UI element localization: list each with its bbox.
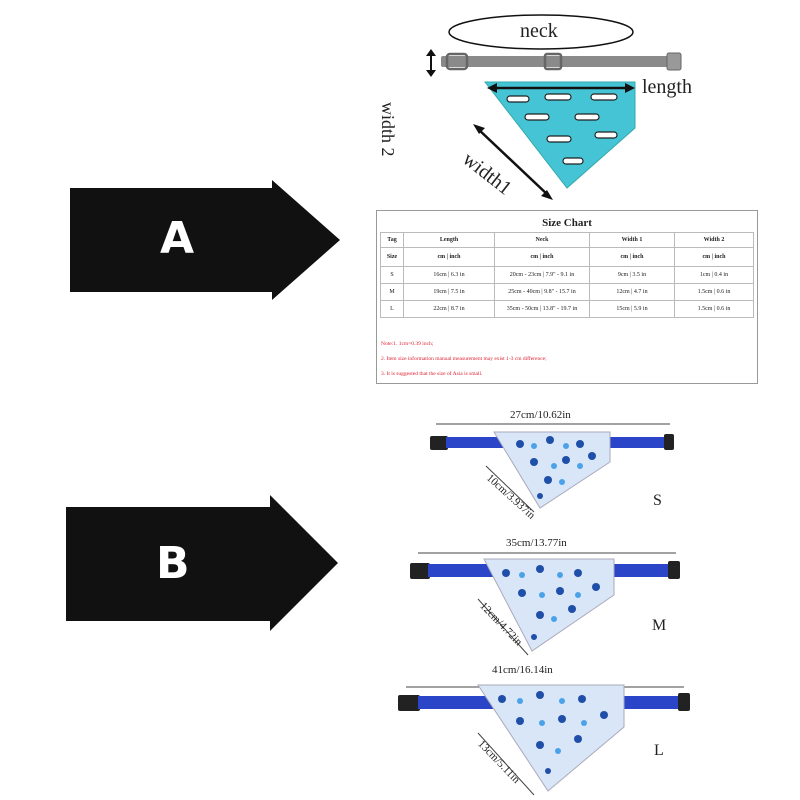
- arrow-a: [70, 180, 350, 300]
- row-width2: 1cm | 0.4 in: [674, 266, 754, 284]
- arrow-a-letter: A: [160, 213, 195, 264]
- neck-label: neck: [520, 20, 558, 42]
- header-size: Size: [380, 247, 404, 267]
- table-row: S 16cm | 6.3 in 20cm - 23cm | 7.9" - 9.1…: [380, 266, 754, 284]
- row-size: M: [380, 283, 404, 301]
- size-chart-title: Size Chart: [542, 217, 592, 229]
- row-width1: 9cm | 3.5 in: [589, 266, 675, 284]
- header-neck: Neck: [494, 232, 590, 248]
- note-line: Note:1. 1cm=0.39 inch;: [381, 341, 434, 347]
- product-l-size: L: [654, 742, 664, 759]
- row-length: 19cm | 7.5 in: [403, 283, 495, 301]
- product-l-length: 41cm/16.14in: [492, 664, 553, 676]
- header-length: Length: [403, 232, 495, 248]
- row-neck: 25cm - 40cm | 9.8" - 15.7 in: [494, 283, 590, 301]
- size-chart: Size Chart Tag Length Neck Width 1 Width…: [376, 210, 758, 384]
- header-tag: Tag: [380, 232, 404, 248]
- row-size: S: [380, 266, 404, 284]
- row-width2: 1.5cm | 0.6 in: [674, 300, 754, 318]
- product-s-size: S: [653, 492, 662, 509]
- product-m-size: M: [652, 617, 667, 634]
- width2-label: width 2: [378, 102, 398, 157]
- product-l: [398, 675, 698, 800]
- length-label: length: [642, 76, 692, 98]
- row-size: L: [380, 300, 404, 318]
- row-width2: 1.5cm | 0.6 in: [674, 283, 754, 301]
- table-row: M 19cm | 7.5 in 25cm - 40cm | 9.8" - 15.…: [380, 283, 754, 301]
- product-s-length: 27cm/10.62in: [510, 409, 571, 421]
- product-m: [410, 543, 690, 663]
- row-width1: 15cm | 5.9 in: [589, 300, 675, 318]
- row-width1: 12cm | 4.7 in: [589, 283, 675, 301]
- arrow-b: [66, 495, 346, 635]
- header-width2: Width 2: [674, 232, 754, 248]
- row-neck: 35cm - 50cm | 13.8" - 19.7 in: [494, 300, 590, 318]
- arrow-b-letter: B: [156, 538, 190, 589]
- unit-cell: cm | inch: [589, 247, 675, 267]
- table-row: L 22cm | 8.7 in 35cm - 50cm | 13.8" - 19…: [380, 300, 754, 318]
- row-length: 16cm | 6.3 in: [403, 266, 495, 284]
- note-line: 2. Item size information manual measurem…: [381, 356, 547, 362]
- bandana-measure-diagram: [395, 10, 725, 200]
- size-chart-table: Tag Length Neck Width 1 Width 2 Size cm …: [380, 232, 754, 318]
- row-length: 22cm | 8.7 in: [403, 300, 495, 318]
- note-line: 3. It is suggested that the size of Asia…: [381, 371, 483, 377]
- unit-cell: cm | inch: [403, 247, 495, 267]
- header-width1: Width 1: [589, 232, 675, 248]
- size-chart-notes: Note:1. 1cm=0.39 inch; 2. Item size info…: [381, 337, 547, 382]
- unit-cell: cm | inch: [674, 247, 754, 267]
- row-neck: 20cm - 23cm | 7.9" - 9.1 in: [494, 266, 590, 284]
- product-m-length: 35cm/13.77in: [506, 537, 567, 549]
- unit-cell: cm | inch: [494, 247, 590, 267]
- product-s: [430, 410, 690, 520]
